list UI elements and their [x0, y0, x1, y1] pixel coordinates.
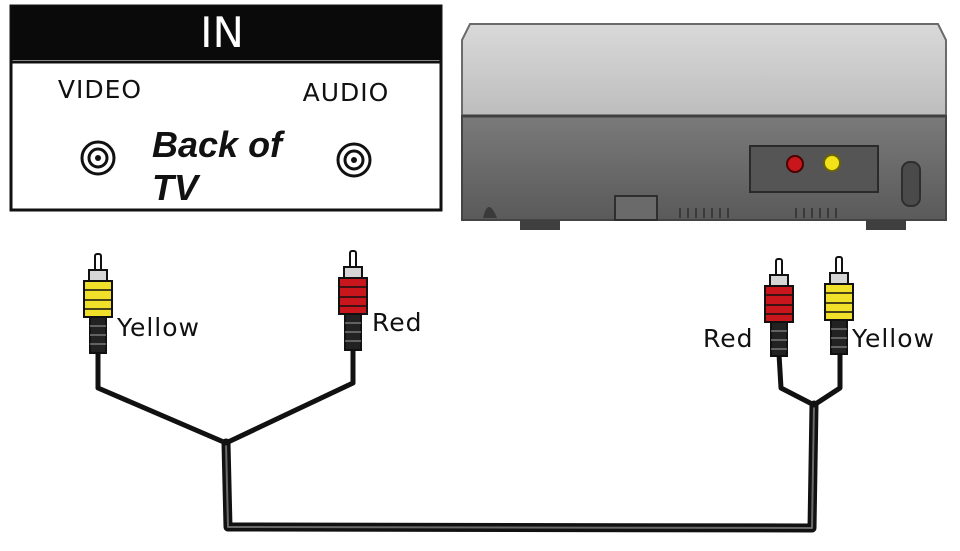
- device-vent-left: [483, 207, 497, 218]
- tv-end-yellow-plug: [83, 253, 113, 354]
- device-end-red-label: Red: [703, 324, 754, 353]
- device-output-panel: [749, 145, 879, 193]
- device-yellow-output-jack: [823, 154, 841, 172]
- device-red-output-jack: [786, 155, 804, 173]
- yellow-plug-body: [83, 280, 113, 318]
- tv-end-red-plug: [338, 250, 368, 351]
- av-cable: [95, 345, 843, 533]
- device-foot-right: [866, 220, 906, 230]
- tv-panel-header-bar: [11, 6, 441, 60]
- cable-tv-split: [95, 345, 356, 446]
- device-end-yellow-label: Yellow: [851, 324, 935, 353]
- audio-input-jack: [336, 142, 372, 178]
- red-plug-body: [764, 285, 794, 323]
- tv-panel-header: IN: [200, 8, 244, 57]
- cable-device-split: [776, 349, 843, 408]
- red-plug-body: [338, 277, 368, 315]
- audio-jack-label: AUDIO: [303, 78, 390, 107]
- device-top-face: [461, 23, 947, 117]
- device-end-yellow-plug: [824, 256, 854, 355]
- tv-end-yellow-label: Yellow: [116, 313, 200, 342]
- device-vent-right: [901, 161, 921, 207]
- device-foot-left: [520, 220, 560, 230]
- cable-main-run: [221, 400, 819, 533]
- device-bottom-notch: [614, 195, 658, 221]
- playback-device: [461, 23, 947, 230]
- device-grille-marks: [679, 208, 837, 218]
- video-jack-label: VIDEO: [58, 75, 142, 104]
- back-of-tv-caption-line1: Back of: [152, 124, 285, 165]
- tv-back-panel: IN VIDEO AUDIO Back of TV: [9, 4, 443, 212]
- video-input-jack: [80, 140, 116, 176]
- tv-end-red-label: Red: [372, 308, 423, 337]
- yellow-plug-body: [824, 283, 854, 321]
- device-end-red-plug: [764, 258, 794, 357]
- cable-main-run-highlight: [225, 404, 815, 529]
- back-of-tv-caption-line2: TV: [152, 167, 201, 208]
